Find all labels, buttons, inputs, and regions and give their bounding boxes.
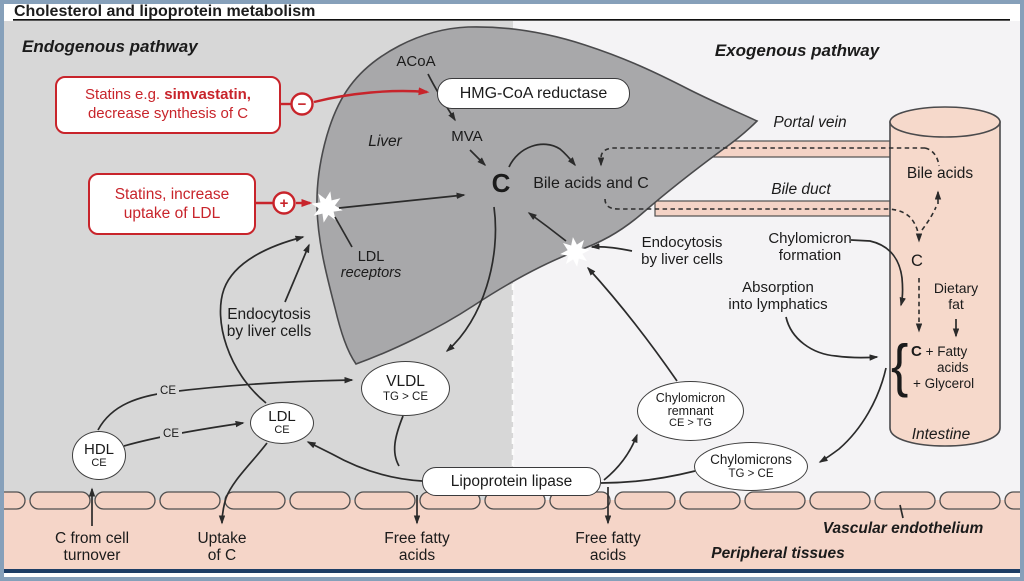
endothelium-capsule: [679, 491, 741, 510]
endothelium-capsule: [744, 491, 806, 510]
statin-synthesis-line1: Statins e.g. simvastatin,: [85, 86, 251, 104]
minus-sign: −: [297, 96, 307, 113]
endocytosis-starburst: [560, 237, 590, 267]
bile-duct-dashed: [604, 198, 923, 243]
intestine-label: Intestine: [911, 426, 971, 443]
statin-uptake-callout: Statins, increase uptake of LDL: [88, 173, 256, 235]
fat-breakdown-label: C + Fatty acids + Glycerol: [911, 343, 975, 392]
endocytosis-right-label: Endocytosis by liver cells: [641, 234, 723, 268]
endothelium-capsule: [614, 491, 676, 510]
endothelium-capsule: [29, 491, 91, 510]
chylomicron-remnant-particle: Chylomicron remnant CE > TG: [637, 381, 744, 441]
endogenous-pathway-heading: Endogenous pathway: [22, 37, 198, 56]
liver-label: Liver: [368, 133, 402, 150]
vascular-endothelium-label: Vascular endothelium: [822, 520, 984, 537]
title-underline: [13, 19, 1010, 21]
statin-uptake-line2: uptake of LDL: [123, 205, 221, 222]
acoa-label: ACoA: [396, 53, 436, 70]
frame-navy-line: [4, 569, 1020, 573]
page-title: Cholesterol and lipoprotein metabolism: [14, 3, 316, 20]
bileacids-to-portal-dashed: [924, 147, 940, 167]
ce-transfer-upper-label: CE: [157, 385, 179, 398]
lumen-branch-dashed: [921, 206, 937, 231]
exogenous-pathway-heading: Exogenous pathway: [714, 41, 880, 60]
c-from-cell-turnover-label: C from cell turnover: [54, 530, 130, 565]
flow-arrows: [88, 73, 960, 526]
endothelium-capsule: [0, 491, 26, 510]
chylomicron-formation-label: Chylomicron formation: [768, 230, 852, 264]
bile-duct-label: Bile duct: [771, 181, 831, 198]
absorption-label: Absorption into lymphatics: [728, 279, 828, 313]
statin-uptake-line1: Statins, increase: [114, 185, 230, 203]
free-fatty-acids-left-label: Free fatty acids: [384, 530, 450, 565]
intestine-c-label: C: [911, 252, 923, 270]
ldl-receptors-label: LDL receptors: [340, 249, 402, 282]
minus-circle-icon: [290, 92, 314, 116]
ce-transfer-lower-label: CE: [160, 428, 182, 441]
bile-circulation-dashed-paths: [597, 147, 942, 333]
mva-label: MVA: [451, 128, 483, 145]
peripheral-tissues-label: Peripheral tissues: [711, 545, 845, 562]
endothelium-capsule: [809, 491, 871, 510]
plus-sign: +: [279, 195, 289, 212]
endothelium-capsule: [354, 491, 416, 510]
uptake-of-c-label: Uptake of C: [197, 530, 247, 565]
ldl-receptor-starburst: [311, 191, 343, 223]
brace-icon: {: [891, 334, 909, 399]
endothelium-capsule: [1004, 491, 1024, 510]
endothelium-capsule: [939, 491, 1001, 510]
hdl-particle: HDL CE: [72, 431, 126, 480]
endothelium-capsule: [94, 491, 156, 510]
chylomicrons-particle: Chylomicrons TG > CE: [694, 442, 808, 491]
statin-arrows: [253, 87, 430, 215]
bile-acids-label: Bile acids: [906, 165, 974, 182]
plus-circle-icon: [272, 191, 296, 215]
lipoprotein-lipase-pill: Lipoprotein lipase: [422, 467, 601, 496]
endothelium-capsule: [874, 491, 936, 510]
vascular-endothelium-band: [0, 491, 1024, 510]
cholesterol-c-label: C: [491, 168, 511, 198]
bile-acids-and-c-label: Bile acids and C: [533, 175, 649, 192]
ldl-particle: LDL CE: [250, 402, 314, 444]
endocytosis-left-label: Endocytosis by liver cells: [226, 306, 312, 341]
endothelium-capsule: [159, 491, 221, 510]
free-fatty-acids-right-label: Free fatty acids: [575, 530, 641, 565]
statin-synthesis-callout: Statins e.g. simvastatin, decrease synth…: [55, 76, 281, 134]
endothelium-capsule: [289, 491, 351, 510]
endothelium-capsule: [224, 491, 286, 510]
dietary-fat-label: Dietary fat: [933, 280, 979, 312]
hmg-coa-reductase-pill: HMG-CoA reductase: [437, 78, 630, 109]
portal-return-dashed: [597, 147, 925, 167]
vldl-particle: VLDL TG > CE: [361, 361, 450, 416]
portal-vein-label: Portal vein: [773, 114, 847, 131]
intestine-cylinder: [889, 106, 1001, 447]
liver-shape: [316, 26, 759, 365]
peripheral-tissue-panel: [4, 500, 1020, 573]
statin-synthesis-line2: decrease synthesis of C: [87, 105, 249, 122]
